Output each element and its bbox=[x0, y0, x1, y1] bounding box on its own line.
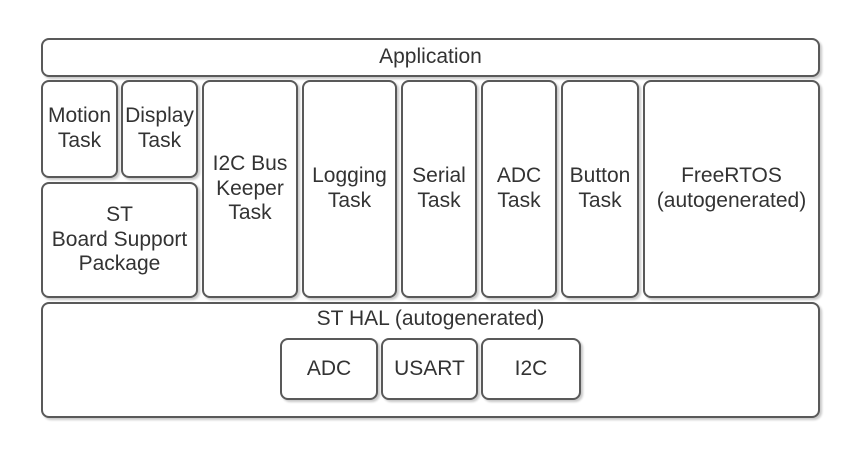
st-hal-label: ST HAL (autogenerated) bbox=[316, 307, 545, 330]
motion-task-box: Motion Task bbox=[41, 80, 118, 178]
hal-usart-box: USART bbox=[381, 338, 478, 400]
hal-i2c-box: I2C bbox=[481, 338, 581, 400]
display-task-box: Display Task bbox=[121, 80, 198, 178]
i2c-bus-keeper-task-box: I2C Bus Keeper Task bbox=[202, 80, 298, 298]
button-task-box: Button Task bbox=[561, 80, 639, 298]
serial-task-box: Serial Task bbox=[401, 80, 477, 298]
logging-task-box: Logging Task bbox=[302, 80, 397, 298]
freertos-box: FreeRTOS (autogenerated) bbox=[643, 80, 820, 298]
application-box: Application bbox=[41, 38, 820, 77]
hal-adc-box: ADC bbox=[280, 338, 378, 400]
adc-task-box: ADC Task bbox=[481, 80, 557, 298]
board-support-package-box: ST Board Support Package bbox=[41, 182, 198, 298]
